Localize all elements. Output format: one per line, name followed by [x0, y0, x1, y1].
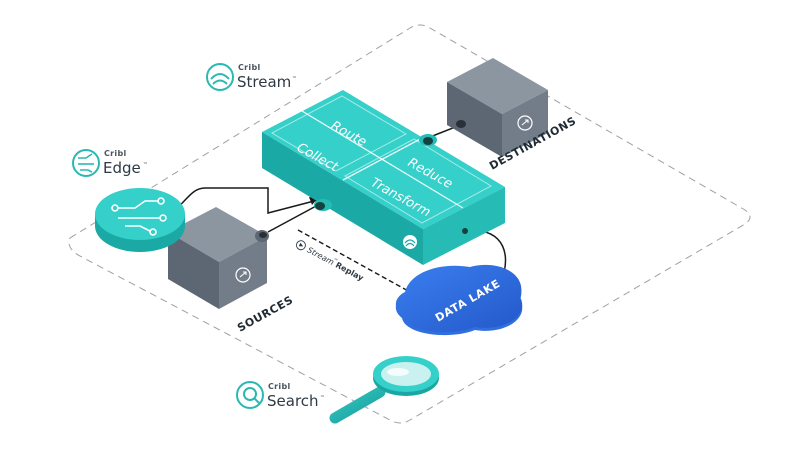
- brand-edge-product: Edge: [103, 159, 141, 177]
- search-magnifier-icon: [329, 356, 439, 424]
- replay-feature-label: Replay: [334, 260, 366, 283]
- edge-logo-icon: [72, 149, 100, 177]
- edge-to-stream-line: [167, 187, 319, 216]
- brand-stream: Cribl Stream ™: [206, 63, 297, 91]
- brand-stream-tm: ™: [292, 76, 297, 82]
- stream-port-out-right: [459, 225, 471, 235]
- brand-search: Cribl Search ™: [236, 381, 325, 410]
- search-logo-icon: [236, 381, 264, 409]
- edge-circuit-icon: [111, 197, 167, 236]
- replay-play-icon: [295, 240, 306, 251]
- brand-search-product: Search: [267, 392, 319, 410]
- sources-arrow-icon: [235, 267, 251, 283]
- data-lake: [395, 264, 523, 336]
- sources-box: [168, 207, 269, 309]
- brand-stream-product: Stream: [237, 73, 291, 91]
- stream-port-in: [314, 199, 332, 211]
- sources-label: SOURCES: [235, 293, 295, 334]
- stream-port-out-top: [419, 134, 437, 146]
- brand-edge: Cribl Edge ™: [72, 149, 148, 177]
- replay-product-label: Stream: [306, 245, 336, 267]
- brand-edge-company: Cribl: [104, 149, 127, 158]
- deployment-boundary: [68, 24, 751, 424]
- brand-search-tm: ™: [320, 395, 325, 401]
- stream-block-left: [262, 132, 423, 265]
- brand-search-company: Cribl: [268, 382, 291, 391]
- brand-edge-tm: ™: [143, 162, 148, 168]
- stream-logo-icon: [206, 63, 234, 91]
- sources-to-stream-line: [267, 204, 319, 233]
- brand-stream-company: Cribl: [238, 63, 261, 72]
- edge-disc: [95, 188, 185, 252]
- replay-tm: ™: [331, 257, 338, 265]
- destinations-box: [447, 58, 548, 157]
- destinations-arrow-icon: [517, 115, 533, 131]
